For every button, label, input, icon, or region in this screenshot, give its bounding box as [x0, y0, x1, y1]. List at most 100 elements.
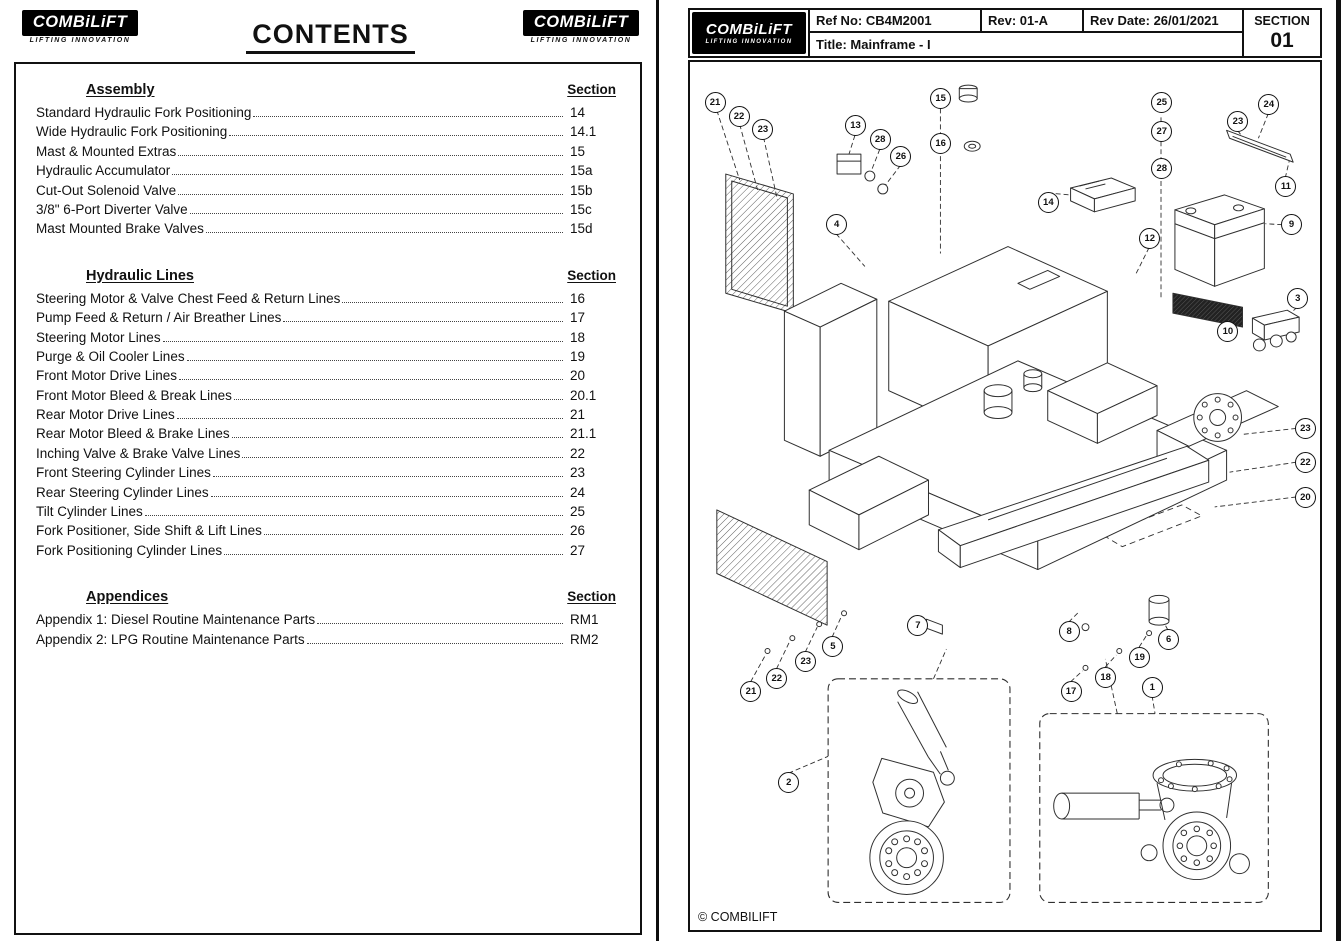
toc-item-number: 17	[570, 310, 586, 326]
scan-edge	[1336, 0, 1341, 941]
section-col-header: Section	[567, 82, 616, 97]
callout-balloon: 22	[766, 668, 788, 690]
toc-item-label: Appendix 1: Diesel Routine Maintenance P…	[36, 612, 316, 628]
callout-balloon: 6	[1158, 629, 1180, 651]
toc-item-number: 15a	[570, 163, 593, 179]
rev: Rev: 01-A	[982, 10, 1084, 33]
callout-balloon: 25	[1151, 91, 1173, 113]
toc-item-number: 15	[570, 143, 586, 159]
toc-item-number: 23	[570, 465, 586, 481]
toc-leader-dots	[186, 359, 563, 361]
toc-item-label: Mast & Mounted Extras	[36, 143, 177, 159]
toc-item-number: 26	[570, 523, 586, 539]
callout-balloon: 22	[728, 105, 750, 127]
section-cell: SECTION 01	[1244, 10, 1320, 56]
callout-balloon: 19	[1129, 646, 1151, 668]
callout-balloon: 22	[1294, 452, 1316, 474]
toc-item-label: 3/8" 6-Port Diverter Valve	[36, 201, 188, 217]
toc-row: Purge & Oil Cooler Lines 19	[36, 349, 616, 368]
toc-item-number: RM2	[570, 631, 599, 647]
callout-balloon: 13	[845, 115, 867, 137]
group-header: Assembly Section	[36, 82, 616, 98]
toc-leader-dots	[189, 212, 563, 214]
toc-row: Fork Positioning Cylinder Lines 27	[36, 543, 616, 562]
callout-balloon: 14	[1037, 191, 1059, 213]
toc-item-label: Appendix 2: LPG Routine Maintenance Part…	[36, 631, 305, 647]
toc-row: Front Steering Cylinder Lines 23	[36, 465, 616, 484]
group-heading: Hydraulic Lines	[86, 267, 194, 284]
toc-item-label: Fork Positioner, Side Shift & Lift Lines	[36, 523, 262, 539]
toc-leader-dots	[172, 174, 563, 176]
callout-balloon: 23	[795, 650, 817, 672]
toc-item-label: Pump Feed & Return / Air Breather Lines	[36, 310, 282, 326]
toc-leader-dots	[179, 379, 563, 381]
callout-balloon: 3	[1287, 288, 1309, 310]
section-col-header: Section	[567, 589, 616, 605]
callout-balloon: 27	[1151, 121, 1173, 143]
toc-leader-dots	[342, 301, 563, 303]
toc-item-label: Steering Motor Lines	[36, 329, 161, 345]
toc-item-label: Front Motor Bleed & Break Lines	[36, 387, 232, 403]
toc-row: Tilt Cylinder Lines 25	[36, 504, 616, 523]
toc-item-number: 15c	[570, 201, 592, 217]
toc-leader-dots	[205, 232, 563, 234]
group-header: Appendices Section	[36, 589, 616, 605]
toc-row: Steering Motor Lines 18	[36, 330, 616, 349]
toc-leader-dots	[176, 418, 563, 420]
callout-balloon: 28	[869, 129, 891, 151]
toc-item-number: 19	[570, 348, 586, 364]
toc-leader-dots	[233, 398, 563, 400]
contents-header: COMBiLiFT LIFTING INNOVATION CONTENTS CO…	[0, 0, 655, 54]
callout-balloon: 20	[1294, 486, 1316, 508]
callout-balloon: 11	[1275, 176, 1297, 198]
combilift-tagline: LIFTING INNOVATION	[705, 39, 793, 45]
toc-group: Assembly Section Standard Hydraulic Fork…	[36, 82, 616, 241]
toc-item-number: 15b	[570, 182, 593, 198]
callout-balloon: 24	[1258, 93, 1280, 115]
toc-item-number: 15d	[570, 221, 593, 237]
callout-balloon: 12	[1139, 228, 1161, 250]
drawing-title: Title: Mainframe - I	[810, 33, 1244, 56]
toc-group: Appendices Section Appendix 1: Diesel Ro…	[36, 589, 616, 651]
callout-balloon: 15	[930, 88, 952, 110]
callout-balloon: 16	[930, 132, 952, 154]
toc-item-label: Rear Motor Bleed & Brake Lines	[36, 426, 230, 442]
toc-leader-dots	[229, 135, 563, 137]
toc-item-label: Inching Valve & Brake Valve Lines	[36, 445, 241, 461]
section-col-header: Section	[567, 267, 616, 283]
title-block: COMBiLiFT LIFTING INNOVATION Ref No: CB4…	[688, 8, 1322, 58]
toc-row: Hydraulic Accumulator 15a	[36, 163, 616, 182]
combilift-logo-right: COMBiLiFT LIFTING INNOVATION	[523, 10, 639, 44]
callout-balloon: 9	[1281, 214, 1303, 236]
page-gutter	[656, 0, 659, 941]
toc-item-number: 24	[570, 484, 586, 500]
callout-balloon: 17	[1060, 681, 1082, 703]
callout-balloon: 8	[1058, 621, 1080, 643]
toc-leader-dots	[317, 623, 563, 625]
section-number: 01	[1270, 28, 1294, 52]
callout-balloon: 23	[1227, 111, 1249, 133]
toc-item-label: Rear Steering Cylinder Lines	[36, 484, 209, 500]
group-rows: Steering Motor & Valve Chest Feed & Retu…	[36, 291, 616, 562]
toc-leader-dots	[162, 340, 563, 342]
toc-leader-dots	[178, 193, 563, 195]
group-rows: Appendix 1: Diesel Routine Maintenance P…	[36, 612, 616, 651]
toc-row: Rear Steering Cylinder Lines 24	[36, 485, 616, 504]
toc-item-label: Cut-Out Solenoid Valve	[36, 182, 177, 198]
toc-item-label: Front Steering Cylinder Lines	[36, 465, 211, 481]
combilift-logo-box: COMBiLiFT LIFTING INNOVATION	[692, 12, 806, 54]
toc-item-number: 16	[570, 290, 586, 306]
toc-row: Steering Motor & Valve Chest Feed & Retu…	[36, 291, 616, 310]
toc-item-label: Front Motor Drive Lines	[36, 368, 178, 384]
toc-item-number: 20	[570, 368, 586, 384]
toc-leader-dots	[263, 534, 563, 536]
toc-row: Standard Hydraulic Fork Positioning 14	[36, 105, 616, 124]
toc-item-label: Wide Hydraulic Fork Positioning	[36, 124, 228, 140]
toc-item-label: Hydraulic Accumulator	[36, 163, 171, 179]
callout-balloon: 21	[704, 91, 726, 113]
toc-row: Mast & Mounted Extras 15	[36, 144, 616, 163]
toc-row: Front Motor Bleed & Break Lines 20.1	[36, 388, 616, 407]
toc-row: Inching Valve & Brake Valve Lines 22	[36, 446, 616, 465]
toc-row: Rear Motor Bleed & Brake Lines 21.1	[36, 426, 616, 445]
